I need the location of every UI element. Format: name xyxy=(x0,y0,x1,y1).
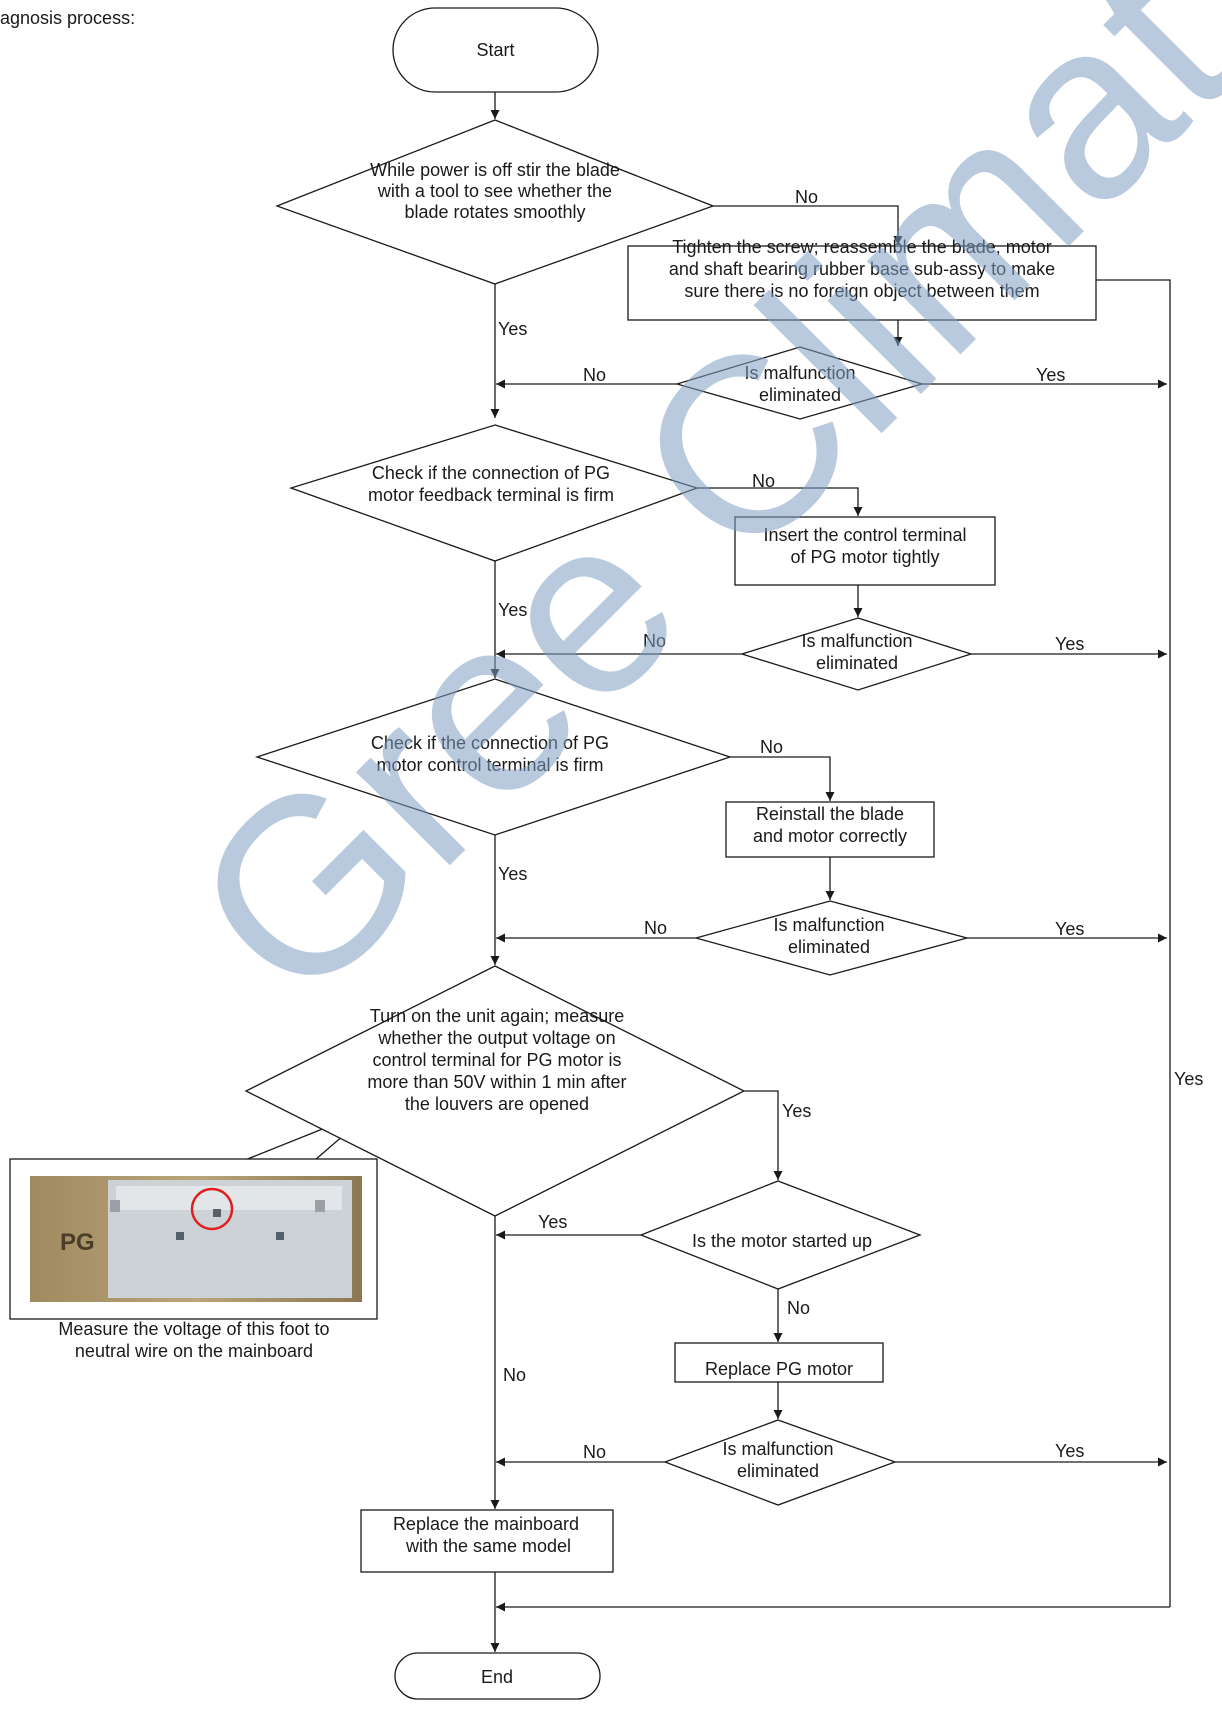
label-m1-no: No xyxy=(583,365,606,385)
text-line: eliminated xyxy=(788,937,870,957)
text-line: While power is off stir the blade xyxy=(370,160,620,180)
text-line: Is malfunction xyxy=(773,915,884,935)
text-line: Is the motor started up xyxy=(692,1231,872,1251)
svg-text:Start: Start xyxy=(476,40,514,60)
text-line: Tighten the screw; reassemble the blade,… xyxy=(672,237,1052,257)
decision-motor-started-text: Is the motor started up xyxy=(692,1231,872,1251)
text-line: control terminal for PG motor is xyxy=(372,1050,621,1070)
text-line: Replace PG motor xyxy=(705,1359,853,1379)
label-right-yes: Yes xyxy=(1174,1069,1203,1089)
label-m4-yes: Yes xyxy=(1055,1441,1084,1461)
highlight-circle xyxy=(190,1187,234,1231)
text-line: and motor correctly xyxy=(753,826,907,846)
text-line: eliminated xyxy=(737,1461,819,1481)
process-replace-mainboard: Replace the mainboard with the same mode… xyxy=(360,1509,614,1573)
connectors xyxy=(244,92,1171,1652)
text-line: of PG motor tightly xyxy=(790,547,939,567)
text-line: Check if the connection of PG xyxy=(372,463,610,483)
decision-motor-started: Is the motor started up xyxy=(639,1180,922,1290)
label-d1-yes: Yes xyxy=(498,319,527,339)
text-line: Is malfunction xyxy=(744,363,855,383)
text-line: Check if the connection of PG xyxy=(371,733,609,753)
label-m4-no: No xyxy=(583,1442,606,1462)
label-m1-yes: Yes xyxy=(1036,365,1065,385)
label-m2-yes: Yes xyxy=(1055,634,1084,654)
text-line: Is malfunction xyxy=(722,1439,833,1459)
label-m3-yes: Yes xyxy=(1055,919,1084,939)
end-node: End xyxy=(394,1652,601,1700)
text-line: motor control terminal is firm xyxy=(376,755,603,775)
text-line: neutral wire on the mainboard xyxy=(75,1341,313,1361)
text-line: the louvers are opened xyxy=(405,1094,589,1114)
process-replace-motor-text: Replace PG motor xyxy=(705,1359,853,1379)
page-header: agnosis process: xyxy=(0,8,135,28)
text-line: Measure the voltage of this foot to xyxy=(58,1319,329,1339)
text-line: and shaft bearing rubber base sub-assy t… xyxy=(669,259,1055,279)
start-node: Start xyxy=(392,7,599,93)
svg-text:End: End xyxy=(481,1667,513,1687)
label-d2-no: No xyxy=(752,471,775,491)
edge-labels: No Yes No Yes No Yes No Yes No Yes No Ye… xyxy=(498,187,1203,1462)
text-line: blade rotates smoothly xyxy=(404,202,585,222)
text-line: sure there is no foreign object between … xyxy=(684,281,1039,301)
label-d3-yes: Yes xyxy=(498,864,527,884)
text-line: Insert the control terminal xyxy=(763,525,966,545)
label-d4-no: No xyxy=(503,1365,526,1385)
text-line: with a tool to see whether the xyxy=(377,181,612,201)
process-replace-mainboard-text: Replace the mainboard with the same mode… xyxy=(393,1514,579,1556)
connector-photo: PG xyxy=(9,1158,378,1320)
text-line: eliminated xyxy=(759,385,841,405)
text-line: with the same model xyxy=(401,1536,571,1556)
text-line: more than 50V within 1 min after xyxy=(367,1072,626,1092)
label-d5-yes: Yes xyxy=(538,1212,567,1232)
process-tighten-screw-text: Tighten the screw; reassemble the blade,… xyxy=(669,237,1055,301)
label-d5-no: No xyxy=(787,1298,810,1318)
process-tighten-screw: Tighten the screw; reassemble the blade,… xyxy=(627,237,1097,321)
label-d4-yes: Yes xyxy=(782,1101,811,1121)
text-line: Turn on the unit again; measure xyxy=(370,1006,625,1026)
label-d3-no: No xyxy=(760,737,783,757)
text-line: Replace the mainboard xyxy=(393,1514,579,1534)
label-d2-yes: Yes xyxy=(498,600,527,620)
text-line: Reinstall the blade xyxy=(756,804,904,824)
label-m3-no: No xyxy=(644,918,667,938)
label-m2-no: No xyxy=(643,631,666,651)
watermark: Gree Climat xyxy=(140,0,1222,1052)
text-line: whether the output voltage on xyxy=(377,1028,615,1048)
text-line: Is malfunction xyxy=(801,631,912,651)
label-d1-no: No xyxy=(795,187,818,207)
text-line: motor feedback terminal is firm xyxy=(368,485,614,505)
text-line: eliminated xyxy=(816,653,898,673)
process-replace-motor: Replace PG motor xyxy=(674,1342,884,1383)
photo-pg-label: PG xyxy=(60,1229,95,1256)
